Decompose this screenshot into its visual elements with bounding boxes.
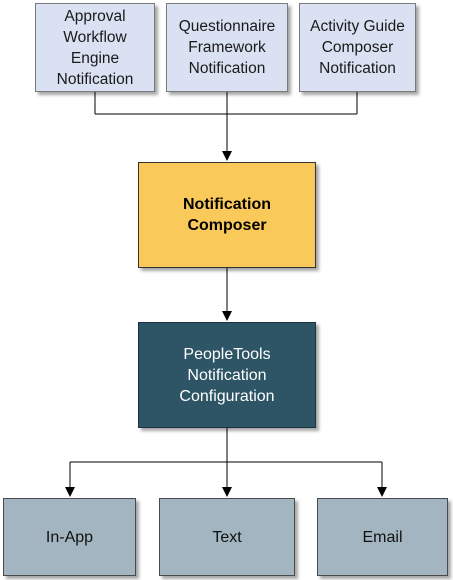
activity-guide-node: Activity Guide Composer Notification	[299, 3, 416, 92]
approval-workflow-label: Approval Workflow Engine Notification	[56, 7, 134, 88]
approval-workflow-node: Approval Workflow Engine Notification	[35, 3, 155, 92]
activity-guide-label: Activity Guide Composer Notification	[310, 18, 405, 77]
questionnaire-framework-node: Questionnaire Framework Notification	[166, 3, 288, 92]
notification-composer-node: Notification Composer	[138, 162, 316, 268]
email-node: Email	[317, 498, 448, 576]
notification-composer-label: Notification Composer	[183, 196, 271, 234]
text-label: Text	[212, 528, 242, 546]
peopletools-configuration-label: PeopleTools Notification Configuration	[179, 345, 275, 405]
email-label: Email	[362, 528, 403, 546]
in-app-label: In-App	[45, 528, 94, 546]
peopletools-configuration-node: PeopleTools Notification Configuration	[138, 322, 316, 428]
questionnaire-framework-label: Questionnaire Framework Notification	[178, 18, 276, 77]
in-app-node: In-App	[3, 498, 136, 576]
text-node: Text	[159, 498, 295, 576]
